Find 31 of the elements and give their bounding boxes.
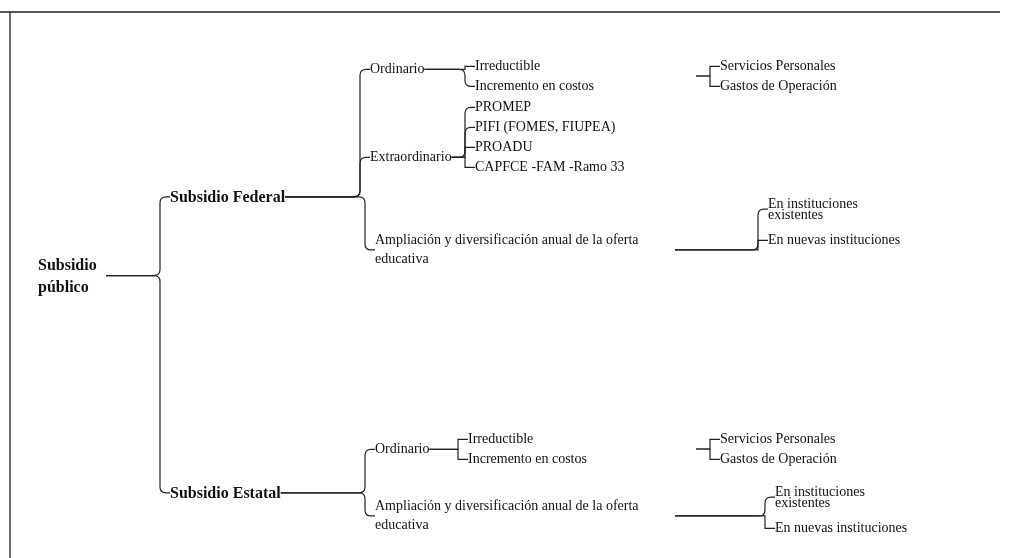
text-label: En instituciones existentes [768, 198, 868, 221]
brace-line [674, 239, 769, 251]
text-label: Subsidio Federal [170, 186, 286, 208]
text-label: Ordinario [370, 60, 425, 79]
text-label: En instituciones existentes [775, 486, 875, 509]
text-label: Ampliación y diversificación anual de la oferta educativa [375, 231, 675, 269]
text-label: Irreductible [468, 430, 534, 449]
brace-line [674, 515, 776, 530]
brace-line [695, 448, 721, 461]
text-label: Incremento en costos [468, 450, 587, 469]
text-label: En nuevas instituciones [768, 231, 901, 250]
text-label: Extraordinario [370, 148, 452, 167]
text-label: Servicios Personales [720, 57, 836, 76]
text-label: Ordinario [375, 440, 430, 459]
brace-line [695, 75, 721, 88]
brace-line [451, 156, 476, 169]
brace-line [428, 448, 469, 461]
text-label: Subsidio público [38, 254, 106, 298]
brace-line [423, 68, 476, 88]
text-label: PROMEP [475, 98, 532, 117]
text-label: En nuevas instituciones [775, 519, 908, 538]
text-label: PROADU [475, 138, 533, 157]
text-label: Irreductible [475, 57, 541, 76]
text-label: PIFI (FOMES, FIUPEA) [475, 118, 616, 137]
text-label: Incremento en costos [475, 77, 594, 96]
text-label: Servicios Personales [720, 430, 836, 449]
text-label: Gastos de Operación [720, 450, 837, 469]
text-label: Subsidio Estatal [170, 482, 281, 504]
text-label: Ampliación y diversificación anual de la oferta educativa [375, 497, 675, 535]
text-label: Gastos de Operación [720, 77, 837, 96]
text-label: CAPFCE -FAM -Ramo 33 [475, 158, 625, 177]
